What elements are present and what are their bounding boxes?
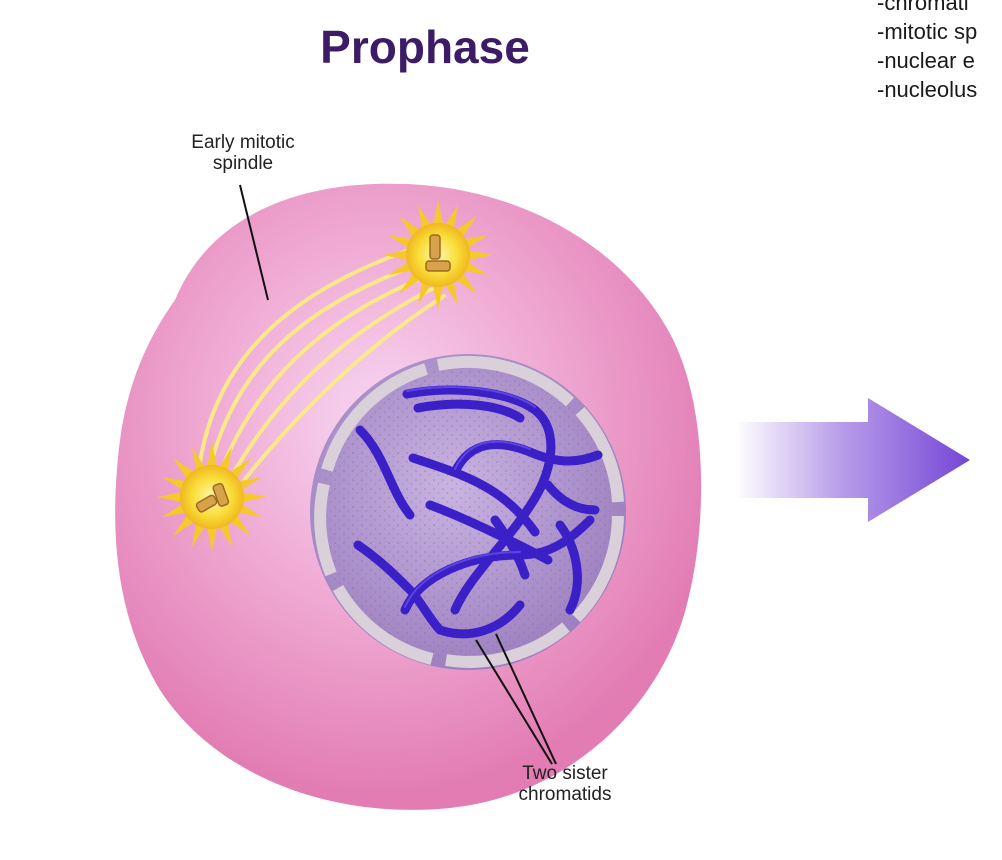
note-item: -nucleolus xyxy=(877,77,978,102)
next-phase-arrow xyxy=(735,398,970,522)
centrosome-bottom xyxy=(157,442,267,552)
sister-chromatids xyxy=(353,385,603,639)
nucleus-texture xyxy=(318,362,618,662)
nuclear-envelope xyxy=(314,355,624,668)
chromatid-highlights xyxy=(404,386,536,608)
chromatids-label-line-1: Two sister xyxy=(522,763,608,784)
chromatid-leader-line-2 xyxy=(495,633,557,765)
chromatids-label-line-2: chromatids xyxy=(518,784,612,805)
chromatid-leader-line-1 xyxy=(475,639,553,765)
centrosome-top xyxy=(383,200,493,310)
sister-chromatids-label: Two sister chromatids xyxy=(480,763,650,805)
note-item: -mitotic sp xyxy=(877,19,978,44)
phase-title: Prophase xyxy=(320,21,530,73)
prophase-notes-list: -chromati -mitotic sp -nuclear e -nucleo… xyxy=(877,0,977,104)
spindle-leader-line xyxy=(239,184,269,301)
spindle-label-line-1: Early mitotic xyxy=(191,132,295,153)
mitotic-spindle-fibers xyxy=(196,245,446,500)
spindle-label-line-2: spindle xyxy=(212,153,274,174)
note-item: -chromati xyxy=(877,0,969,15)
note-item: -nuclear e xyxy=(877,48,975,73)
early-mitotic-spindle-label: Early mitotic spindle xyxy=(158,132,328,174)
